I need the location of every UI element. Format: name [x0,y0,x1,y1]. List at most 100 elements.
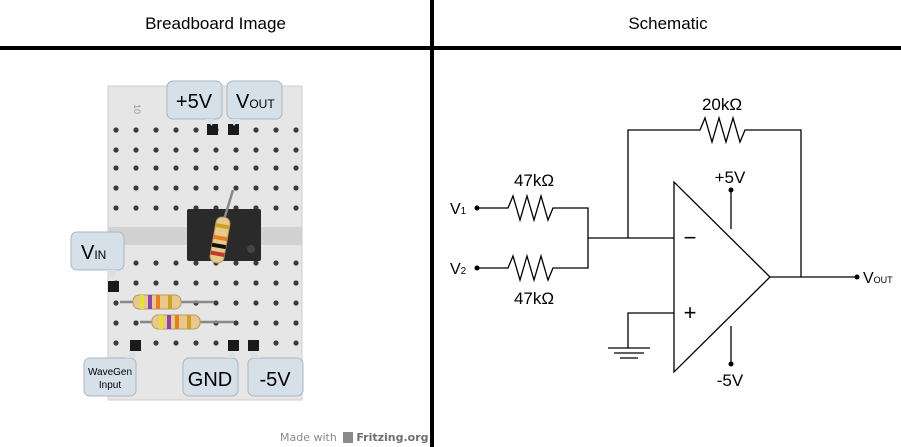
breadboard-hole [193,280,199,286]
breadboard-hole [273,205,279,211]
breadboard-hole [213,147,219,153]
callout-vout: VOUT [226,80,283,126]
breadboard-hole [233,280,239,286]
breadboard-hole [153,127,159,133]
callout-gnd-label: GND [188,369,232,391]
breadboard-hole [233,320,239,326]
breadboard-hole [173,340,179,346]
breadboard-hole [253,280,259,286]
breadboard-hole [213,165,219,171]
breadboard-hole [273,300,279,306]
v1-main: V [450,201,461,218]
breadboard-hole [213,300,219,306]
breadboard-hole [133,205,139,211]
breadboard-hole [213,280,219,286]
pin-minus5v [248,340,259,351]
breadboard-hole [293,127,299,133]
breadboard-hole [153,260,159,266]
panel-divider [430,0,434,447]
breadboard-hole [173,165,179,171]
breadboard-hole [293,280,299,286]
vee-terminal [728,361,734,367]
callout-wavegen-line1: WaveGen [88,367,132,378]
callout-vin-sub: IN [94,248,106,262]
breadboard-hole [293,300,299,306]
pin-vout [228,124,239,135]
v1-resistor [478,193,674,239]
breadboard-hole [113,320,119,326]
header-divider [0,46,901,50]
callout-vout-main: V [236,91,250,113]
vee-label: -5V [717,371,744,390]
vcc-label: +5V [715,168,746,187]
pin-vin [108,281,119,292]
breadboard-hole [153,185,159,191]
inverting-input-sign: − [684,225,697,250]
breadboard-hole [113,340,119,346]
breadboard-hole [193,127,199,133]
breadboard-hole [273,165,279,171]
breadboard-hole [233,165,239,171]
resistor-feedback [209,216,231,264]
breadboard-hole [233,300,239,306]
breadboard-hole [213,185,219,191]
fritzing-credit[interactable]: Made with Fritzing.org [280,431,429,444]
breadboard-hole [173,185,179,191]
r2-value: 47kΩ [514,289,554,308]
ic-notch [247,245,255,253]
callout-vin-main: V [81,242,95,264]
v1-terminal [474,205,480,211]
callout-vin: VIN [70,231,125,281]
breadboard-hole [253,127,259,133]
breadboard-hole [273,340,279,346]
callout-wavegen-line2: Input [99,380,121,391]
pin-gnd [228,340,239,351]
breadboard-hole [113,185,119,191]
breadboard-hole [273,147,279,153]
breadboard-hole [273,320,279,326]
vout-terminal [854,274,860,280]
feedback-resistor-value: 20kΩ [702,95,742,114]
noninverting-input-sign: + [684,300,697,325]
callout-gnd: GND [182,351,239,397]
breadboard-hole [253,320,259,326]
breadboard-hole [193,185,199,191]
breadboard-hole [173,205,179,211]
vout-sub: OUT [874,275,894,285]
breadboard-hole [293,340,299,346]
v2-terminal [474,265,480,271]
v1-sub: 1 [461,206,467,217]
fritzing-logo-icon [343,432,354,443]
schematic-panel-title: Schematic [628,14,708,33]
callout-minus5v: -5V [247,351,304,397]
column-number-label: 10 [132,104,142,114]
breadboard-hole [133,185,139,191]
v2-sub: 2 [461,266,467,277]
breadboard-image: 10 +5V VOUT [70,80,304,401]
v2-main: V [450,261,461,278]
breadboard-hole [233,185,239,191]
breadboard-hole [293,260,299,266]
breadboard-hole [233,260,239,266]
breadboard-hole [133,127,139,133]
breadboard-hole [293,165,299,171]
v1-label: V1 [450,201,467,218]
breadboard-hole [173,280,179,286]
breadboard-hole [293,185,299,191]
breadboard-hole [293,205,299,211]
breadboard-hole [133,165,139,171]
breadboard-hole [193,340,199,346]
feedback-resistor [627,115,802,277]
op-amp-symbol [673,180,771,374]
breadboard-hole [293,147,299,153]
breadboard-hole [153,165,159,171]
breadboard-hole [133,320,139,326]
callout-wavegen: WaveGen Input [83,351,137,397]
breadboard-hole [273,280,279,286]
vcc-terminal [728,187,734,193]
v2-resistor [478,238,589,283]
resistor-input-1 [132,294,182,310]
vout-label: VOUT [863,270,893,287]
v2-label: V2 [450,261,467,278]
credit-prefix: Made with [280,431,337,444]
